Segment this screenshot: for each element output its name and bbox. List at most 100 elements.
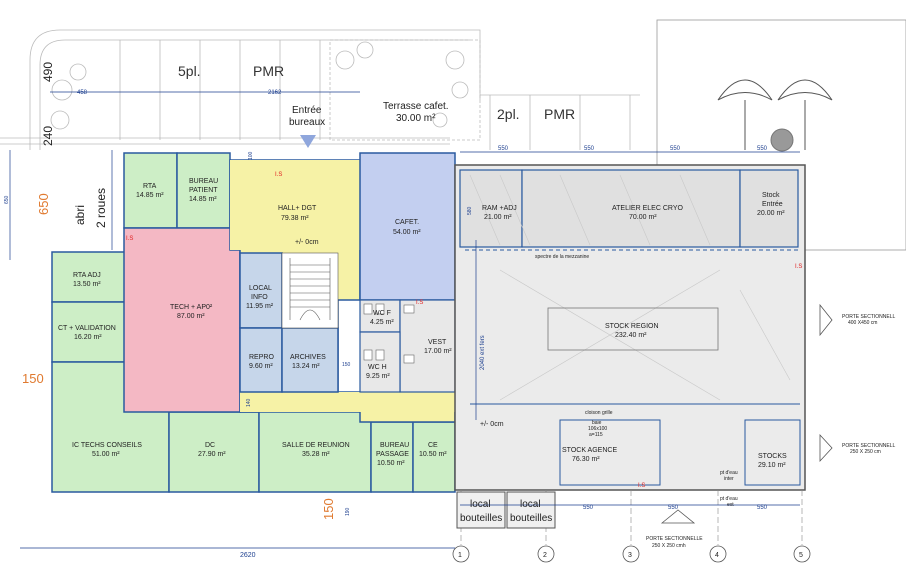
ls-marker-2: I.S (126, 236, 133, 242)
note-porte-bottom-1: PORTE SECTIONNELLE (646, 536, 703, 542)
room-vest (399, 299, 456, 393)
local-info-area: 11.95 m² (246, 303, 274, 310)
ls-marker-3: I.S (416, 300, 423, 306)
grid-axis-3: 3 (628, 552, 632, 559)
room-stock-agence (559, 419, 661, 486)
local-bouteilles-2-l2: bouteilles (510, 513, 552, 524)
dimension-lines (9, 91, 800, 549)
parking-pmr-1: PMR (253, 63, 284, 79)
repro-area: 9.60 m² (249, 363, 273, 370)
cafet-name: CAFET. (395, 219, 419, 226)
rta-adj-area: 13.50 m² (73, 281, 101, 288)
storage-rack (547, 307, 719, 351)
dim-458: 458 (77, 90, 88, 96)
dim-2620: 2620 (240, 552, 256, 559)
parking-2pl: 2pl. (497, 106, 520, 122)
dim-650-small: 650 (4, 195, 10, 204)
room-atelier (521, 169, 741, 248)
grid-axis-2: 2 (543, 552, 547, 559)
dim-150-mid: 150 (342, 362, 351, 368)
dim-550-4: 550 (757, 146, 768, 152)
ls-marker-5: I.S (638, 483, 645, 489)
atelier-name: ATELIER ELEC CRYO (612, 205, 683, 212)
room-tech-ap (123, 227, 241, 413)
shelter-label-1: abri (73, 205, 87, 225)
exterior-context (0, 19, 906, 251)
dim-100: 100 (248, 151, 254, 160)
dim-550-6: 550 (668, 505, 679, 511)
note-mezzanine: spectre de la mezzanine (535, 254, 589, 260)
note-cloison: cloison grille (585, 410, 613, 416)
dim-150-bottom: 150 (321, 498, 336, 520)
stock-agence-name: STOCK AGENCE (562, 447, 617, 454)
local-info-name1: LOCAL (249, 285, 272, 292)
note-pt-eau-int-2: inter (724, 476, 734, 482)
room-stocks (744, 419, 801, 486)
ic-techs-name: IC TECHS CONSEILS (72, 442, 142, 449)
bureau-patient-name1: BUREAU (189, 178, 218, 185)
grid-axis-1: 1 (458, 552, 462, 559)
staircase (281, 252, 339, 329)
stocks-name: STOCKS (758, 453, 787, 460)
rta-adj-name: RTA ADJ (73, 272, 101, 279)
wc-h-area: 9.25 m² (366, 373, 390, 380)
stock-entree-name2: Entrée (762, 201, 783, 208)
stock-entree-name1: Stock (762, 192, 780, 199)
wc-f-name: WC F (373, 310, 391, 317)
hall-level: +/- 0cm (295, 239, 319, 246)
hall-name: HALL+ DGT (278, 205, 317, 212)
room-rta (123, 152, 178, 229)
hall-corridor (240, 392, 455, 412)
archives-name: ARCHIVES (290, 354, 326, 361)
ls-marker-1: I.S (275, 172, 282, 178)
dim-650: 650 (36, 193, 51, 215)
note-porte-right2-1: PORTE SECTIONNELL (842, 443, 895, 449)
bureau-patient-area: 14.85 m² (189, 196, 217, 203)
stock-region-name: STOCK REGION (605, 323, 659, 330)
dim-550-1: 550 (498, 146, 509, 152)
stock-agence-area: 76.30 m² (572, 456, 600, 463)
entrance-label-1: Entrée (292, 105, 322, 116)
repro-name: REPRO (249, 354, 274, 361)
bureau-patient-name2: PATIENT (189, 187, 218, 194)
note-pt-eau-int-1: pt d'eau (720, 470, 738, 476)
cafet-area: 54.00 m² (393, 229, 421, 236)
room-repro (239, 327, 283, 393)
local-bouteilles-1 (456, 491, 506, 529)
vest-name: VEST (428, 339, 447, 346)
note-porte-right1-1: PORTE SECTIONNELL (842, 314, 895, 320)
dim-550-7: 550 (757, 505, 768, 511)
room-bureau-passage (370, 421, 414, 493)
note-pt-eau-ext-2: ext (727, 502, 734, 508)
entrance-arrow-icon (300, 135, 316, 148)
note-pt-eau-ext-1: pt d'eau (720, 496, 738, 502)
note-porte-right1-2: 400 X450 cm (848, 320, 877, 326)
room-archives (281, 327, 339, 393)
local-bouteilles-1-l2: bouteilles (460, 513, 502, 524)
note-level-right: +/- 0cm (480, 421, 504, 428)
parking-pmr-2: PMR (544, 106, 575, 122)
tech-ap-area: 87.00 m² (177, 313, 205, 320)
wc-h-name: WC H (368, 364, 387, 371)
dc-name: DC (205, 442, 215, 449)
terrace-label-2: 30.00 m² (396, 113, 436, 124)
salle-reunion-area: 35.28 m² (302, 451, 330, 458)
sanitary-fixtures (363, 303, 415, 364)
atelier-area: 70.00 m² (629, 214, 657, 221)
ram-adj-name: RAM +ADJ (482, 205, 517, 212)
rta-name: RTA (143, 183, 157, 190)
tech-ap-name: TECH + AP0² (170, 304, 213, 311)
wc-f-area: 4.25 m² (370, 319, 394, 326)
mezzanine-hatch (469, 174, 791, 401)
note-baie-3: a=115 (589, 432, 603, 438)
ct-validation-area: 16.20 m² (74, 334, 102, 341)
room-dc (168, 411, 260, 493)
local-info-name2: INFO (251, 294, 268, 301)
dc-area: 27.90 m² (198, 451, 226, 458)
room-wc-h (359, 331, 401, 393)
dim-140: 140 (246, 398, 252, 407)
vest-area: 17.00 m² (424, 348, 452, 355)
note-baie-1: baie (592, 420, 602, 426)
dim-550-3: 550 (670, 146, 681, 152)
